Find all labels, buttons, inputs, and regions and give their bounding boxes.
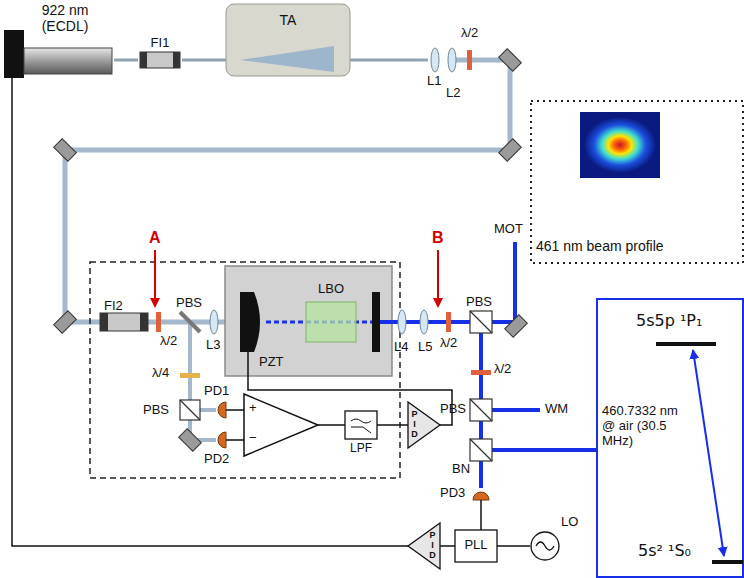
beam-profile-panel: 461 nm beam profile xyxy=(530,100,744,264)
part-label: L2 xyxy=(446,86,460,100)
node-text: 5s² ¹S₀ xyxy=(638,542,691,560)
signal-wire xyxy=(12,78,408,546)
part-label: + xyxy=(249,401,257,415)
optical-fiber xyxy=(182,59,226,62)
part-label: PZT xyxy=(259,355,284,369)
tapered-amplifier: TA xyxy=(226,4,350,76)
node-text: 5s5p ¹P₁ xyxy=(636,312,702,330)
part-label: PD2 xyxy=(204,452,229,466)
signal-wire xyxy=(440,545,455,547)
part-label: L3 xyxy=(206,338,220,352)
signal-wire xyxy=(497,545,530,547)
node-text: PID xyxy=(429,531,436,561)
part-label: PBS xyxy=(143,403,169,417)
node-text: LO xyxy=(561,515,587,530)
signal-wire xyxy=(377,424,408,426)
lbo-crystal: LBO xyxy=(300,280,362,346)
part-label: − xyxy=(249,431,257,445)
part-label: PBS xyxy=(440,402,466,416)
node-text: LBO xyxy=(300,282,362,297)
position-marker: B xyxy=(432,229,444,247)
part-label: FI2 xyxy=(104,299,123,313)
node-text: 461 nm beam profile xyxy=(536,238,664,254)
optical-fiber xyxy=(114,59,138,62)
pid-controller-shape xyxy=(408,523,440,569)
part-label: WM xyxy=(545,402,568,416)
part-label: PD1 xyxy=(204,384,229,398)
node-text: TA xyxy=(226,12,350,28)
node-text: PLL xyxy=(455,538,497,553)
low-pass-filter: LPF xyxy=(345,411,377,439)
isolator: FI1 xyxy=(138,36,182,76)
low-pass-filter-shape xyxy=(345,411,377,439)
position-marker: A xyxy=(149,229,161,247)
part-label: PBS xyxy=(466,295,492,309)
pll-box: PLL xyxy=(455,530,497,562)
node-text: PID xyxy=(411,410,418,440)
part-label: λ/2 xyxy=(440,336,457,350)
part-label: λ/2 xyxy=(160,334,177,348)
part-label: λ/2 xyxy=(494,362,511,376)
part-label: PBS xyxy=(176,296,202,310)
part-label: L5 xyxy=(418,340,432,354)
node-text: 922 nm (ECDL) xyxy=(28,2,102,34)
node-text: 460.7332 nm @ air (30.5 MHz) xyxy=(602,404,688,449)
part-label: BN xyxy=(452,462,470,476)
part-label: PD3 xyxy=(440,486,465,500)
part-label: λ/2 xyxy=(461,26,478,40)
pid-controller: PID xyxy=(408,523,440,569)
part-label: L4 xyxy=(394,340,408,354)
node-text: FI1 xyxy=(138,36,182,51)
part-label: L1 xyxy=(427,74,441,88)
part-label: λ/4 xyxy=(152,366,169,380)
pid-controller-shape xyxy=(408,402,440,448)
laser-source: 922 nm (ECDL) xyxy=(4,2,114,78)
local-oscillator: LO xyxy=(530,531,560,561)
local-oscillator-shape xyxy=(530,531,560,561)
node-text: LPF xyxy=(339,442,383,456)
pid-controller: PID xyxy=(408,402,440,448)
part-label: MOT xyxy=(494,222,523,236)
energy-level-panel: 5s5p ¹P₁ 460.7332 nm @ air (30.5 MHz) 5s² … xyxy=(596,298,744,578)
